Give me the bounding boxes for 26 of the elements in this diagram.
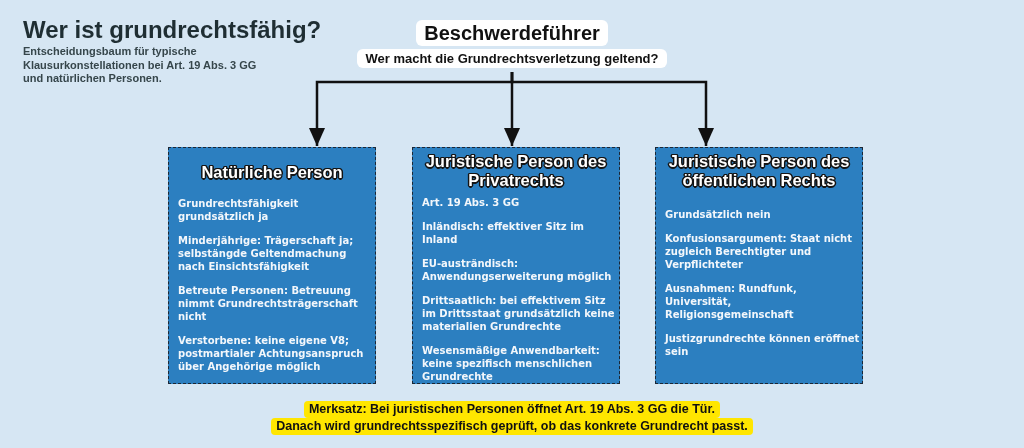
question-label: Wer macht die Grundrechtsverletzung geltend? — [357, 49, 667, 68]
subtitle: Entscheidungsbaum für typische Klausurkonstellationen bei Art. 19 Abs. 3 GG und natürlichen Personen. — [23, 45, 258, 86]
box-text: Verstorbene: keine eigene V8; postmartialer Achtungsanspruch über Angehörige möglich — [178, 334, 365, 373]
category-box — [412, 147, 620, 384]
box-text: Justizgrundrechte können eröffnet sein — [665, 332, 861, 358]
box-heading: Natürliche Person — [200, 163, 344, 182]
arrow — [510, 72, 714, 146]
category-box — [168, 147, 376, 384]
box-text: Art. 19 Abs. 3 GG — [422, 196, 521, 209]
box-text: EU-austrändisch: Anwendungserweiterung möglich — [422, 257, 613, 283]
box-text: Betreute Personen: Betreuung nimmt Grundrechtsträgerschaft nicht — [178, 284, 359, 323]
box-text: Minderjährige: Trägerschaft ja; selbstängde Geltendmachung nach Einsichtsfähigkeit — [178, 234, 355, 273]
box-text: Konfusionsargument: Staat nicht zugleich Berechtigter und Verpflichteter — [665, 232, 853, 271]
box-text: Inländisch: effektiver Sitz im Inland — [422, 220, 585, 246]
category-box — [655, 147, 863, 384]
box-text: Grundsätzlich nein — [665, 208, 772, 221]
box-heading: Juristische Person des Privatrechts — [424, 152, 608, 190]
page-title: Wer ist grundrechtsfähig? — [23, 15, 322, 45]
box-text: Drittsaatlich: bei effektivem Sitz im Drittsstaat grundsätzlich keine materialien Grundrechte — [422, 294, 616, 333]
node-label: Beschwerdeführer — [416, 20, 608, 46]
box-heading: Juristische Person des öffentlichen Rechts — [667, 152, 851, 190]
note-highlight: Merksatz: Bei juristischen Personen öffnet Art. 19 Abs. 3 GG die Tür. — [303, 401, 721, 418]
note-highlight: Danach wird grundrechtsspezifisch geprüft, ob das konkrete Grundrecht passt. — [271, 418, 753, 435]
box-text: Ausnahmen: Rundfunk, Universität, Religionsgemeinschaft — [665, 282, 798, 321]
box-text: Grundrechtsfähigkeit grundsätzlich ja — [178, 197, 300, 223]
box-text: Wesensmäßige Anwendbarkeit: keine spezifisch menschlichen Grundrechte — [422, 344, 601, 383]
